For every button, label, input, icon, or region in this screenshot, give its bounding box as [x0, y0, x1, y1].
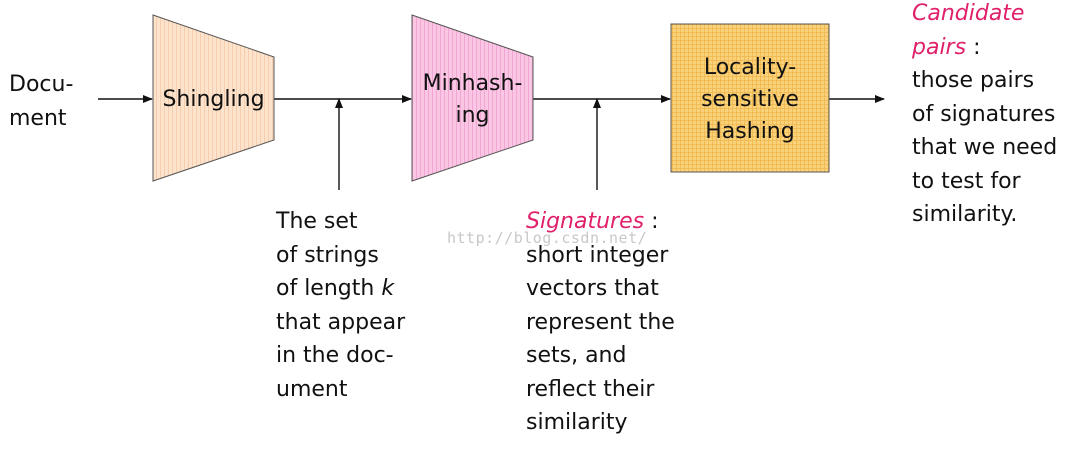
lsh-box [670, 23, 830, 173]
candidate-pairs-term: Candidate [912, 1, 1025, 26]
signatures-note: Signatures : short integer vectors that … [526, 205, 675, 440]
minhashing-trapezoid [411, 14, 534, 182]
candidate-pairs-note-line: similarity. [912, 202, 1018, 227]
candidate-pairs-note-line: those pairs [912, 68, 1035, 93]
shingles-note-line: of length k [276, 272, 405, 306]
candidate-pairs-note-line: to test for [912, 168, 1021, 194]
signatures-separator: : [644, 209, 659, 234]
signatures-note-line: represent the [526, 309, 675, 335]
lsh-label-line: Hashing [705, 119, 795, 144]
signatures-note-line: Signatures : [526, 205, 675, 239]
shingles-note-line: in the doc- [276, 343, 394, 368]
lsh-label-line: Locality- [703, 55, 797, 80]
lsh-label: Locality- sensitive Hashing [671, 52, 829, 148]
signatures-term: Signatures [526, 209, 645, 234]
candidate-pairs-note-line: of signatures [912, 101, 1056, 127]
shingling-trapezoid [152, 14, 275, 182]
signatures-note-line: sets, and [526, 343, 627, 368]
minhashing-label-line: ing [455, 103, 490, 128]
shingles-note-line: that appear [276, 309, 406, 335]
signatures-note-line: vectors that [526, 276, 659, 301]
input-label-line: Docu- [9, 72, 74, 97]
shingles-note-line: The set [276, 209, 358, 234]
candidate-pairs-note-line: pairs : [912, 31, 1057, 65]
candidate-pairs-note: Candidate pairs : those pairs of signatu… [912, 0, 1057, 232]
shingles-note: The set of strings of length k that appe… [276, 205, 405, 406]
shingles-note-line: ument [276, 376, 348, 402]
shingling-label: Shingling [162, 87, 265, 112]
candidate-pairs-separator: : [966, 34, 981, 60]
candidate-pairs-note-line: that we need [912, 135, 1058, 160]
input-label-line: ment [9, 105, 67, 131]
shingles-note-text: of length [276, 276, 382, 301]
shingles-note-line: of strings [276, 242, 379, 268]
shingle-length-variable: k [381, 276, 395, 301]
minhashing-label: Minhash- ing [412, 68, 533, 132]
signatures-note-line: similarity [526, 410, 628, 435]
candidate-pairs-term: pairs [912, 34, 967, 60]
minhashing-label-line: Minhash- [422, 71, 523, 96]
watermark-text: http://blog.csdn.net/ [447, 229, 648, 247]
signatures-note-line: reflect their [526, 376, 655, 402]
signatures-note-line: short integer [526, 242, 669, 268]
lsh-label-line: sensitive [701, 87, 799, 112]
input-label: Docu- ment [9, 68, 73, 135]
